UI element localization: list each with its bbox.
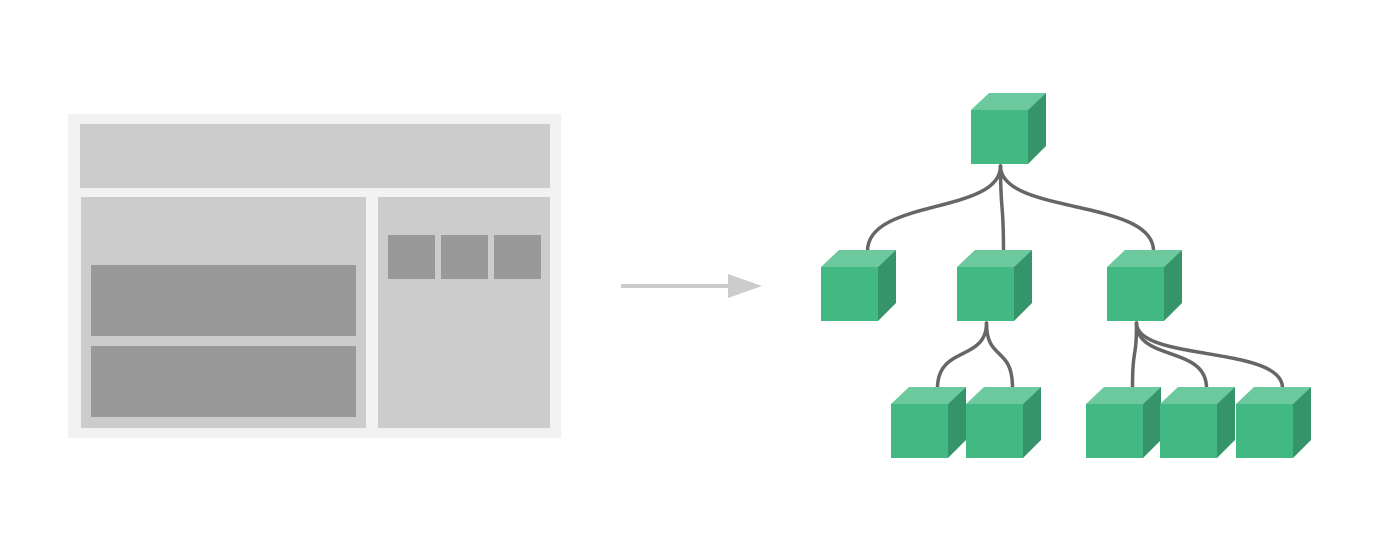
cube-top-face — [957, 250, 1032, 267]
cube-icon — [1160, 387, 1235, 458]
tree-edge — [865, 164, 1003, 253]
cube-side-face — [878, 250, 896, 321]
right-arrow-icon — [621, 274, 762, 298]
cube-side-face — [1293, 387, 1311, 458]
cube-front-face — [1160, 404, 1217, 458]
cube-front-face — [821, 267, 878, 321]
layout-main-block-2 — [91, 346, 356, 417]
cube-icon — [1086, 387, 1161, 458]
layout-sidebar — [378, 197, 550, 428]
layout-sidebar-tile-2 — [441, 235, 488, 279]
cube-side-face — [948, 387, 966, 458]
cube-side-face — [1143, 387, 1161, 458]
tree-edge — [984, 321, 1015, 390]
cube-icon — [821, 250, 896, 321]
tree-edge — [998, 164, 1006, 253]
cube-side-face — [1023, 387, 1041, 458]
cube-front-face — [891, 404, 948, 458]
cube-icon — [1236, 387, 1311, 458]
tree-nodes — [821, 93, 1311, 458]
cube-top-face — [1086, 387, 1161, 404]
cube-top-face — [1107, 250, 1182, 267]
tree-edges — [865, 164, 1285, 390]
cube-front-face — [1086, 404, 1143, 458]
cube-side-face — [1217, 387, 1235, 458]
cube-top-face — [1160, 387, 1235, 404]
tree-edge — [1134, 321, 1285, 390]
tree-edge — [1134, 321, 1209, 390]
layout-sidebar-tile-3 — [494, 235, 541, 279]
page-layout-mockup — [68, 114, 561, 438]
cube-front-face — [957, 267, 1014, 321]
cube-front-face — [1236, 404, 1293, 458]
layout-sidebar-tile-1 — [388, 235, 435, 279]
tree-edge — [1130, 321, 1139, 390]
cube-icon — [891, 387, 966, 458]
cube-top-face — [891, 387, 966, 404]
cube-side-face — [1164, 250, 1182, 321]
layout-main-block-1 — [91, 265, 356, 336]
cube-front-face — [1107, 267, 1164, 321]
cube-icon — [971, 93, 1046, 164]
cube-front-face — [966, 404, 1023, 458]
arrow-head — [728, 274, 762, 298]
cube-icon — [966, 387, 1041, 458]
cube-top-face — [1236, 387, 1311, 404]
layout-header — [80, 124, 550, 188]
cube-icon — [957, 250, 1032, 321]
cube-front-face — [971, 110, 1028, 164]
cube-side-face — [1014, 250, 1032, 321]
cube-top-face — [821, 250, 896, 267]
cube-top-face — [971, 93, 1046, 110]
cube-top-face — [966, 387, 1041, 404]
tree-edge — [998, 164, 1156, 253]
cube-side-face — [1028, 93, 1046, 164]
cube-icon — [1107, 250, 1182, 321]
tree-edge — [935, 321, 989, 390]
